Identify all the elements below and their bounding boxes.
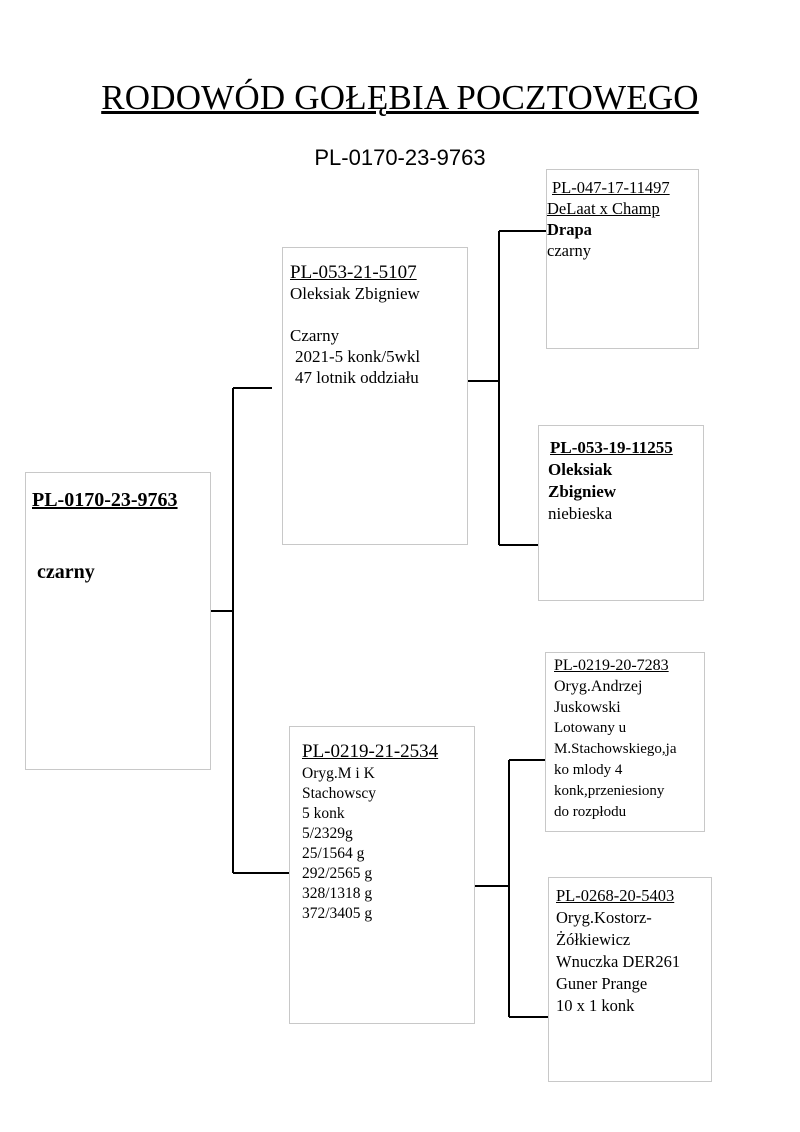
mother-father-ring: PL-0219-20-7283 <box>554 657 669 674</box>
mother-father-line: Juskowski <box>554 699 621 716</box>
father-ring: PL-053-21-5107 <box>290 262 417 283</box>
father-father-ring: PL-047-17-11497 <box>552 178 670 197</box>
mother-mother-line: Oryg.Kostorz- <box>556 908 652 927</box>
ring-number-heading: PL-0170-23-9763 <box>314 145 486 170</box>
father-mother-ring: PL-053-19-11255 <box>550 438 673 457</box>
mother-father-line: ko mlody 4 <box>554 762 623 778</box>
father-mother-breeder: Zbigniew <box>548 482 617 501</box>
mother-mother-line: Wnuczka DER261 <box>556 952 681 971</box>
father-breeder: Oleksiak Zbigniew <box>290 284 420 303</box>
mother-mother-line: 10 x 1 konk <box>556 996 635 1015</box>
mother-line: 292/2565 g <box>302 865 373 882</box>
mother-line: Oryg.M i K <box>302 765 375 782</box>
father-father-line: DeLaat x Champ <box>547 199 660 218</box>
father-father-box: PL-047-17-11497 DeLaat x Champ Drapa cza… <box>546 169 699 349</box>
father-note-1: 2021-5 konk/5wkl <box>295 347 421 366</box>
mother-mother-box: PL-0268-20-5403 Oryg.Kostorz- Żółkiewicz… <box>548 877 712 1082</box>
mother-ring: PL-0219-21-2534 <box>302 741 439 762</box>
father-father-color: czarny <box>547 241 591 260</box>
pigeon-box: PL-0170-23-9763 czarny <box>25 472 211 770</box>
mother-line: 5/2329g <box>302 825 353 842</box>
father-father-name: Drapa <box>547 220 592 239</box>
mother-line: 5 konk <box>302 805 345 822</box>
father-note-2: 47 lotnik oddziału <box>295 368 419 387</box>
mother-father-box: PL-0219-20-7283 Oryg.Andrzej Juskowski L… <box>545 652 705 832</box>
mother-father-line: do rozpłodu <box>554 804 627 820</box>
mother-box: PL-0219-21-2534 Oryg.M i K Stachowscy 5 … <box>289 726 475 1024</box>
document-title: RODOWÓD GOŁĘBIA POCZTOWEGO <box>101 78 699 117</box>
pigeon-ring: PL-0170-23-9763 <box>32 489 178 511</box>
father-mother-breeder: Oleksiak <box>548 460 613 479</box>
father-color: Czarny <box>290 326 340 345</box>
mother-line: Stachowscy <box>302 785 377 802</box>
mother-mother-line: Żółkiewicz <box>556 930 631 949</box>
pigeon-color: czarny <box>37 561 95 583</box>
father-mother-box: PL-053-19-11255 Oleksiak Zbigniew niebie… <box>538 425 704 601</box>
mother-mother-ring: PL-0268-20-5403 <box>556 886 675 905</box>
mother-line: 25/1564 g <box>302 845 365 862</box>
mother-father-line: Oryg.Andrzej <box>554 678 643 695</box>
mother-father-line: M.Stachowskiego,ja <box>554 741 677 757</box>
mother-line: 328/1318 g <box>302 885 373 902</box>
mother-father-line: konk,przeniesiony <box>554 783 665 799</box>
mother-father-line: Lotowany u <box>554 720 627 736</box>
father-box: PL-053-21-5107 Oleksiak Zbigniew Czarny … <box>282 247 468 545</box>
mother-line: 372/3405 g <box>302 905 373 922</box>
mother-mother-line: Guner Prange <box>556 974 648 993</box>
father-mother-color: niebieska <box>548 504 613 523</box>
